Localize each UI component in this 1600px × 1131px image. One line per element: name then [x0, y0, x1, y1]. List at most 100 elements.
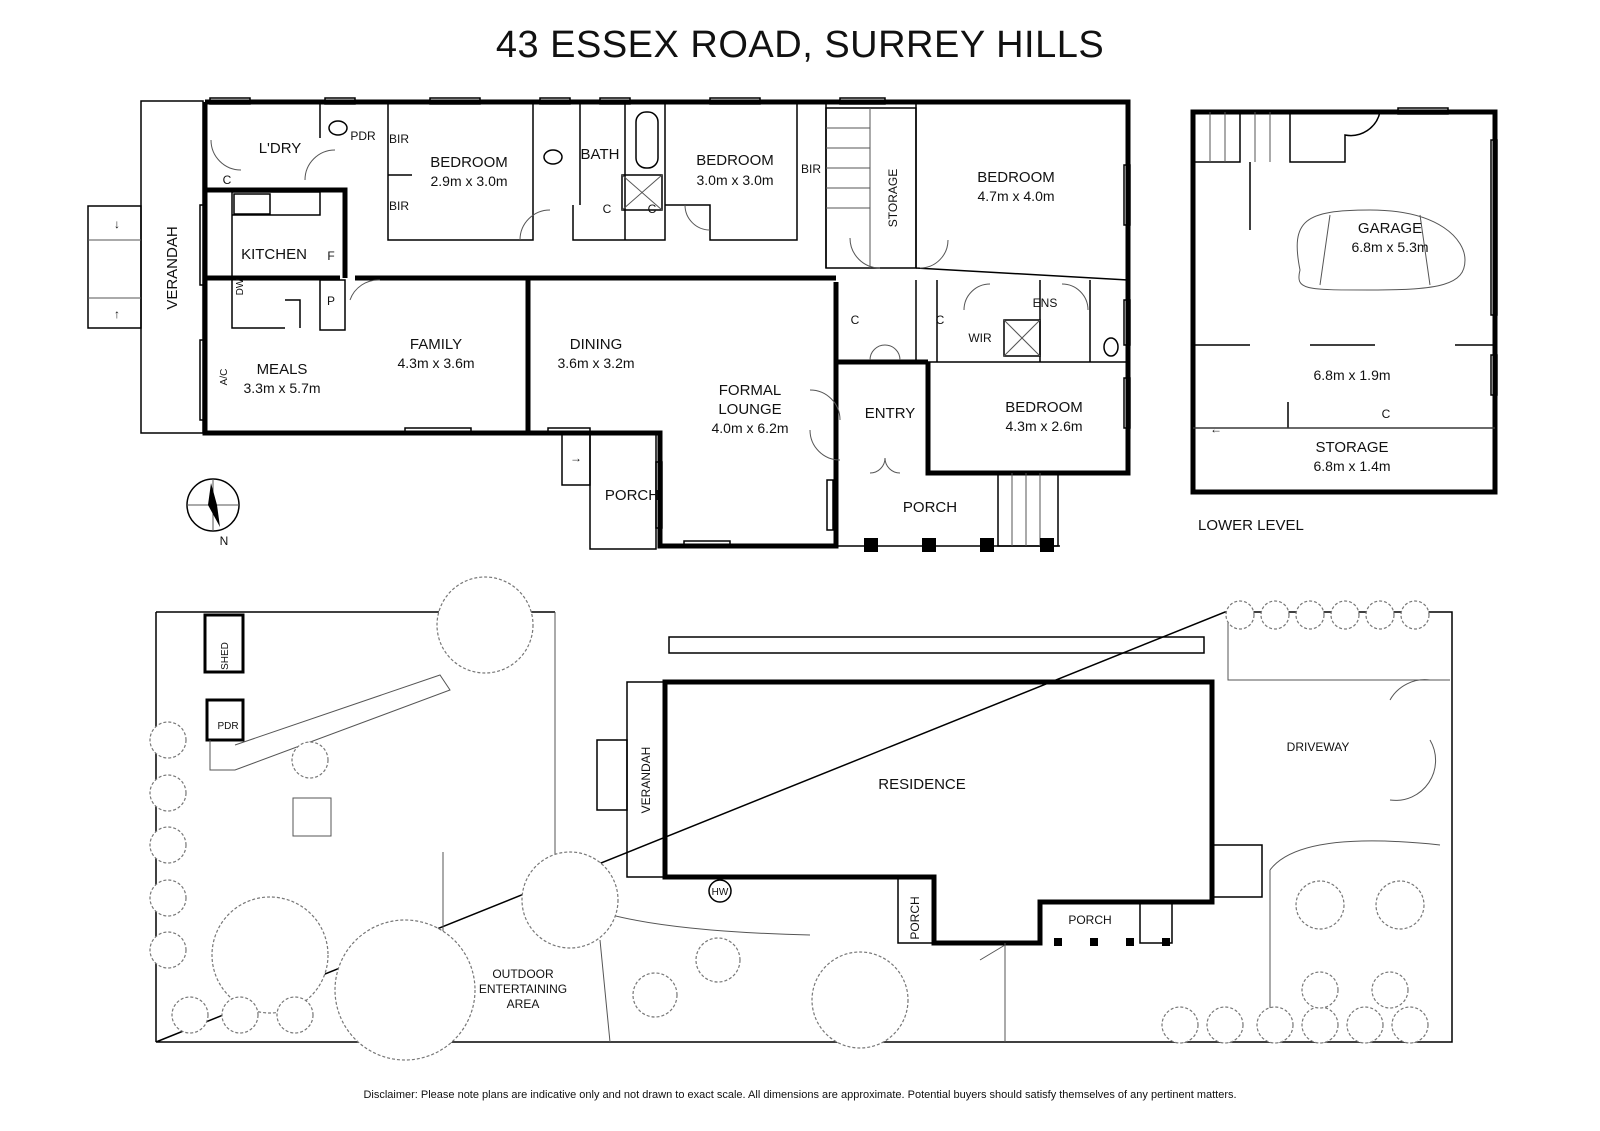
- side-porch: [589, 432, 657, 550]
- toilet-icon: [328, 120, 348, 136]
- stair-arrow-icon: ↑: [114, 307, 120, 321]
- windows: [199, 97, 1131, 548]
- dining-dims: 3.6m x 3.2m: [557, 355, 634, 371]
- porch-post: [922, 538, 936, 552]
- toilet-icon: [1103, 337, 1119, 357]
- site-side-porch: [897, 876, 935, 944]
- formal-lounge-label-2: LOUNGE: [718, 401, 781, 418]
- svg-text:N: N: [220, 534, 229, 548]
- bir-label: BIR: [801, 162, 821, 176]
- main-level: ↓ ↑ VERANDAH: [87, 97, 1131, 552]
- disclaimer: Disclaimer: Please note plans are indica…: [363, 1089, 1237, 1101]
- lower-level-walls: [1190, 109, 1498, 495]
- garden-bed: [668, 636, 1205, 654]
- cupboard-label: C: [1382, 407, 1391, 421]
- car-icon: [1296, 209, 1466, 291]
- bath-label: BATH: [581, 146, 620, 163]
- bedroom-2-label: BEDROOM: [430, 154, 508, 171]
- outdoor-area-label-1: OUTDOOR: [492, 967, 554, 981]
- outdoor-area-label-3: AREA: [507, 997, 540, 1011]
- lower-level: ← GARAGE 6.8m x 5.3m 6.8m x 1.9m C STORA…: [1190, 107, 1498, 534]
- bedroom-1-label: BEDROOM: [977, 169, 1055, 186]
- bedroom-3-dims: 3.0m x 3.0m: [696, 172, 773, 188]
- bir-label: BIR: [389, 132, 409, 146]
- dining-label: DINING: [570, 336, 623, 353]
- formal-lounge-dims: 4.0m x 6.2m: [711, 420, 788, 436]
- garden-square: [292, 797, 332, 837]
- lower-storage-label: STORAGE: [1315, 439, 1388, 456]
- front-porch-label: PORCH: [903, 499, 957, 516]
- bedroom-2-dims: 2.9m x 3.0m: [430, 173, 507, 189]
- garage-dims: 6.8m x 5.3m: [1351, 239, 1428, 255]
- wir-label: WIR: [968, 331, 992, 345]
- lower-level-caption: LOWER LEVEL: [1198, 517, 1304, 534]
- garage-label: GARAGE: [1358, 220, 1422, 237]
- formal-lounge-label-1: FORMAL: [719, 382, 782, 399]
- powder-room-label: PDR: [350, 129, 376, 143]
- ensuite-shower: [1003, 319, 1041, 357]
- front-porch-steps: [997, 472, 1059, 547]
- ensuite-label: ENS: [1033, 296, 1058, 310]
- site-front-steps: [1139, 901, 1173, 944]
- side-porch-steps: [561, 432, 591, 486]
- site-verandah-steps: [596, 739, 628, 811]
- exterior-walls: [202, 99, 1131, 549]
- stair-arrow-icon: ←: [1210, 422, 1222, 436]
- cupboard-label: C: [851, 313, 860, 327]
- porch-post: [864, 538, 878, 552]
- site-side-porch-label: PORCH: [908, 896, 922, 939]
- dishwasher-label: DW: [235, 278, 246, 295]
- bathtub: [635, 111, 659, 169]
- residence-footprint: [662, 679, 1215, 946]
- verandah-steps: [87, 205, 142, 329]
- meals-label: MEALS: [257, 361, 308, 378]
- lower-storage-dims: 6.8m x 1.4m: [1313, 458, 1390, 474]
- verandah-label: VERANDAH: [164, 226, 181, 309]
- site-plan: SHED PDR VERANDAH RESIDENCE HW PORCH POR…: [149, 576, 1453, 1061]
- window: [1490, 139, 1498, 316]
- family-label: FAMILY: [410, 336, 462, 353]
- window: [1397, 107, 1449, 115]
- laundry-label: L'DRY: [259, 140, 302, 157]
- entry-doors: [869, 344, 901, 474]
- hot-water-label: HW: [712, 887, 729, 898]
- side-porch-label: PORCH: [605, 487, 659, 504]
- bir-label: BIR: [389, 199, 409, 213]
- family-dims: 4.3m x 3.6m: [397, 355, 474, 371]
- porch-post: [980, 538, 994, 552]
- storage-label: STORAGE: [886, 169, 900, 227]
- cupboard-label: C: [603, 202, 612, 216]
- driveway-label: DRIVEWAY: [1287, 740, 1350, 754]
- porch-post: [1040, 538, 1054, 552]
- toilet-icon: [543, 149, 563, 165]
- window: [1490, 354, 1498, 396]
- cupboard-label: C: [648, 202, 657, 216]
- page-title: 43 ESSEX ROAD, SURREY HILLS: [495, 24, 1105, 66]
- shed: [203, 613, 245, 674]
- door-swings: [210, 139, 1089, 461]
- hot-water-unit: [708, 879, 732, 903]
- pantry-label: P: [327, 294, 335, 308]
- site-front-porch-label: PORCH: [1068, 913, 1111, 927]
- fridge-label: F: [327, 249, 334, 263]
- site-garage-steps: [1211, 844, 1263, 898]
- driveway-gates: [1227, 612, 1450, 801]
- bedroom-3-label: BEDROOM: [696, 152, 774, 169]
- bedroom-1-dims: 4.7m x 4.0m: [977, 188, 1054, 204]
- lower-area-dims: 6.8m x 1.9m: [1313, 367, 1390, 383]
- stair-arrow-icon: →: [570, 451, 582, 465]
- kitchen-label: KITCHEN: [241, 246, 307, 263]
- entry-label: ENTRY: [865, 405, 916, 422]
- site-verandah-label: VERANDAH: [639, 747, 653, 814]
- shower: [621, 174, 663, 211]
- aircon-label: A/C: [219, 369, 230, 386]
- cooktop: [233, 193, 271, 215]
- interior-walls: [205, 187, 839, 433]
- bedroom-4-label: BEDROOM: [1005, 399, 1083, 416]
- cupboard-label: C: [223, 173, 232, 187]
- site-powder-label: PDR: [217, 721, 238, 732]
- cupboard-label: C: [936, 313, 945, 327]
- shed-label: SHED: [220, 642, 231, 670]
- garden-powder-room: [205, 698, 245, 742]
